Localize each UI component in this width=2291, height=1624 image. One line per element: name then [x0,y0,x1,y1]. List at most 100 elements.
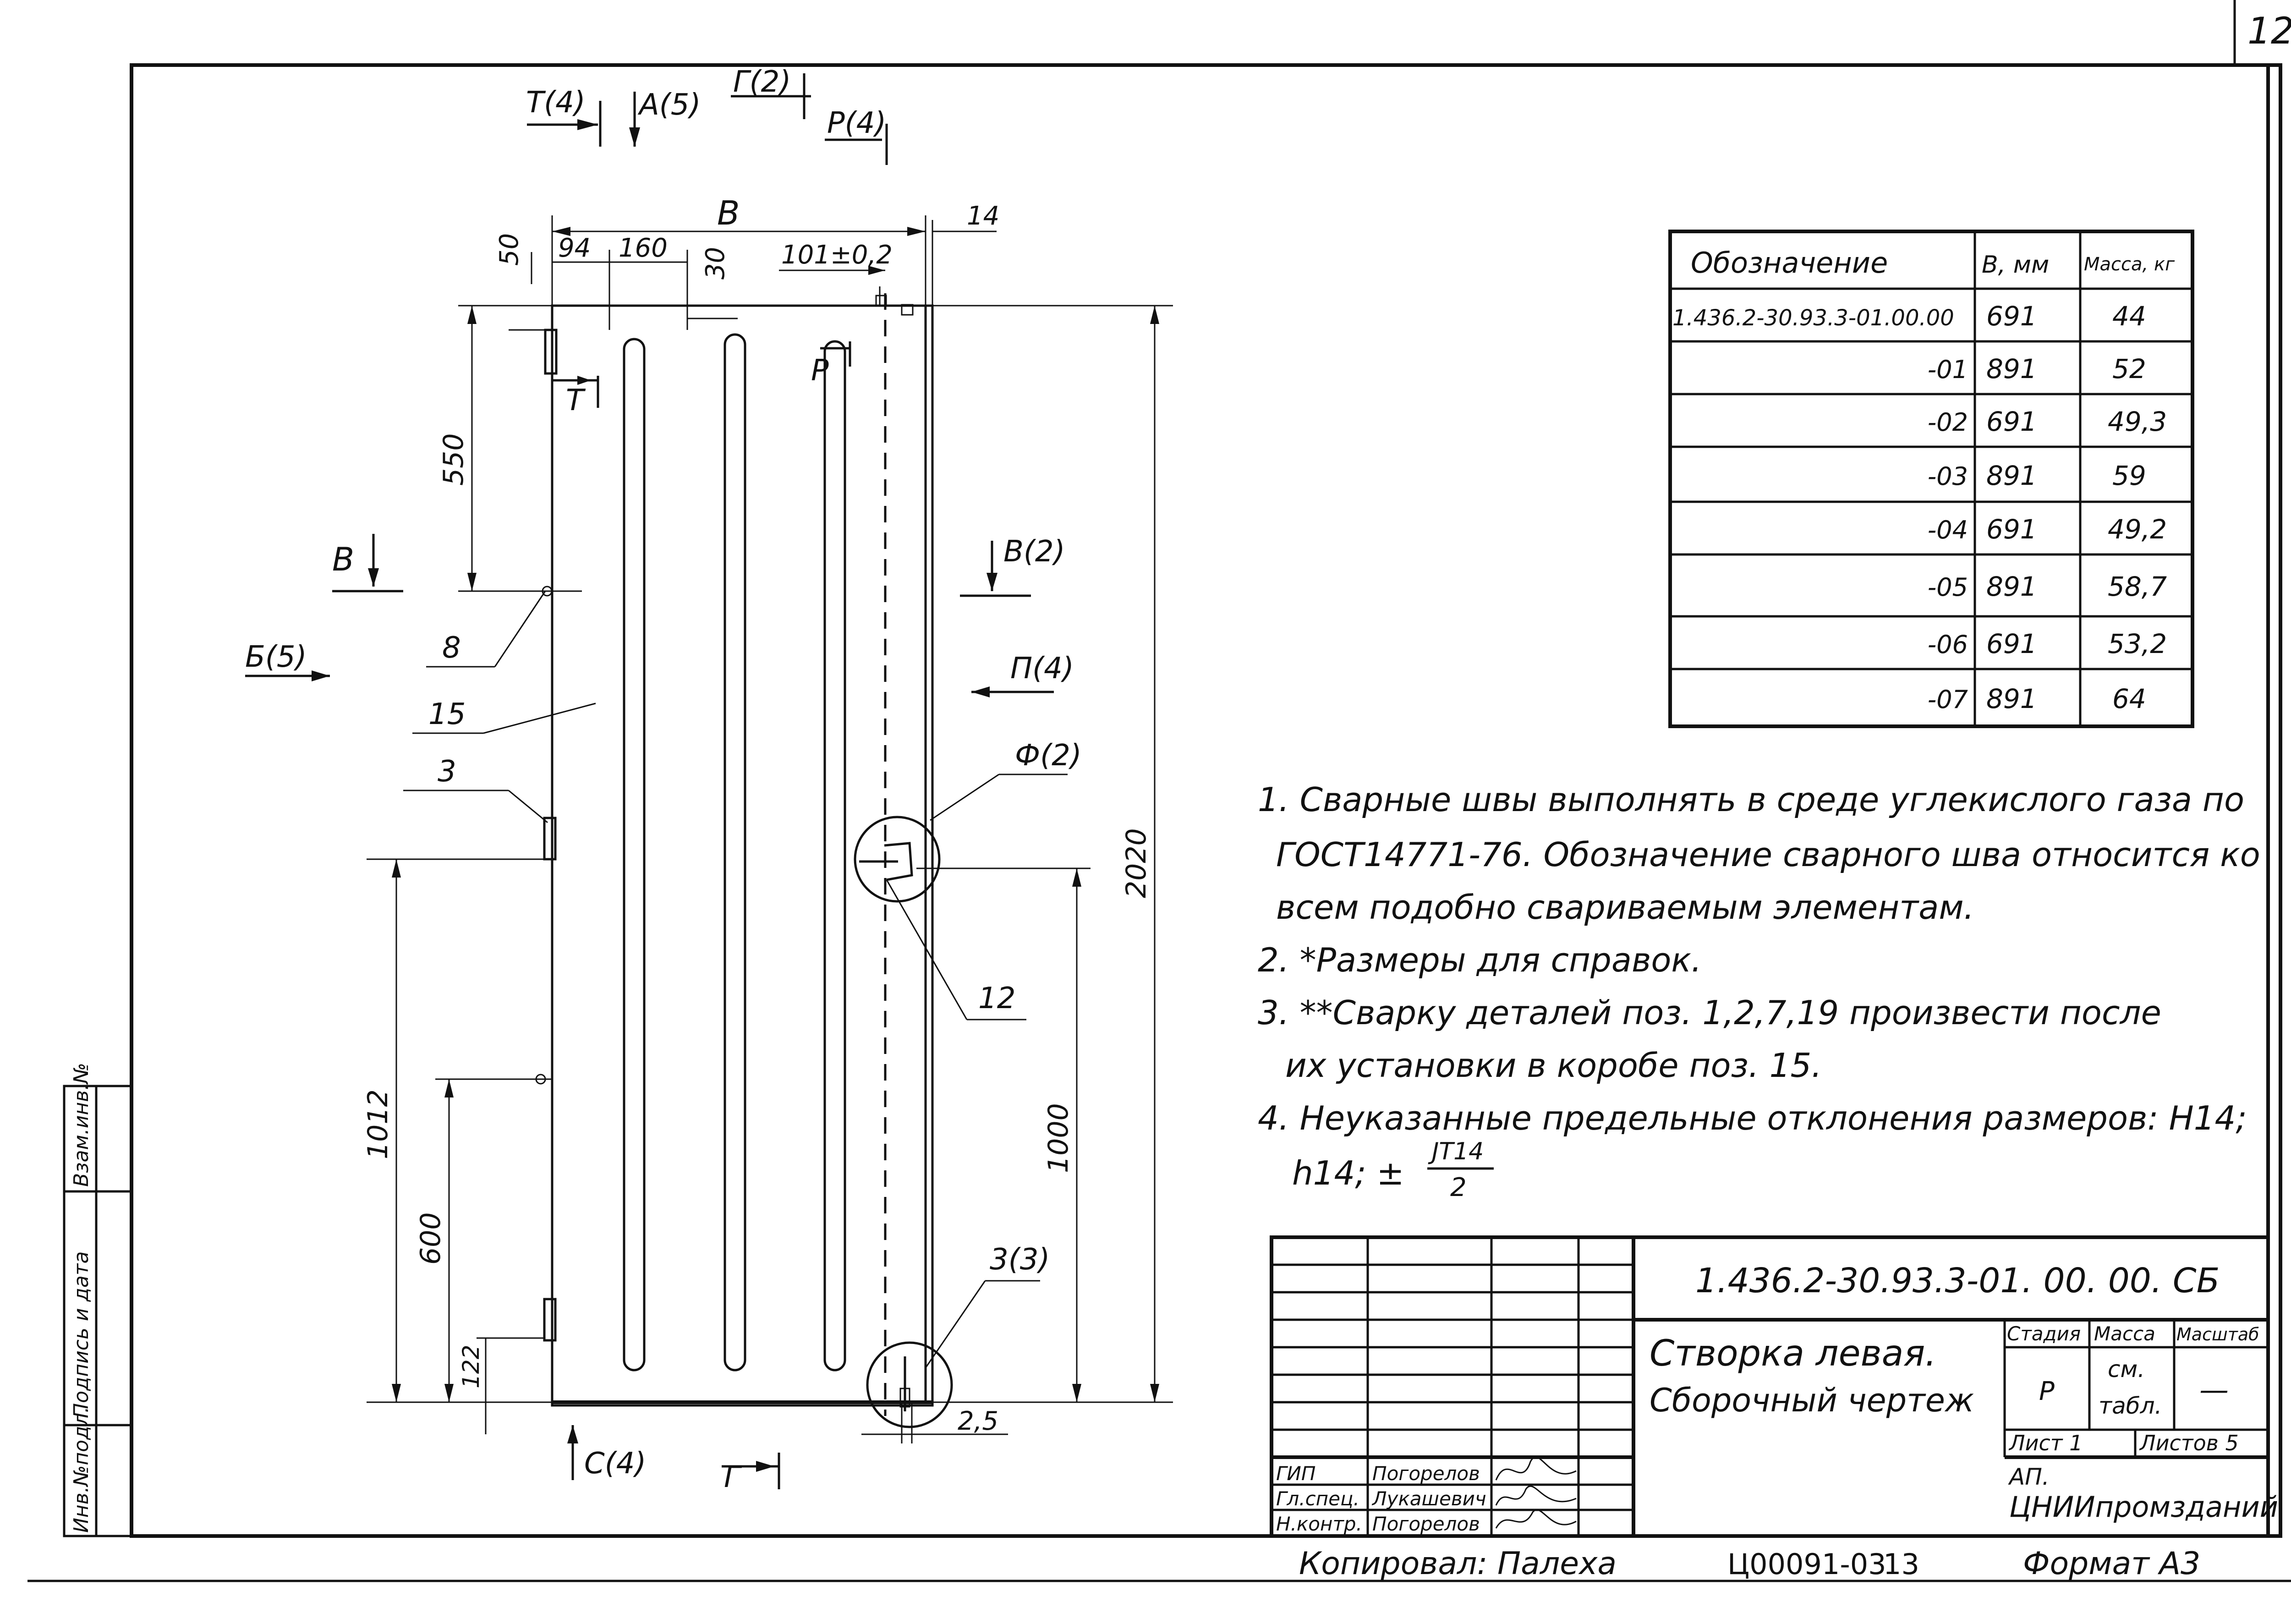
mark-a5: А(5) [637,88,701,122]
mark-p4: П(4) [1010,652,1074,686]
title-block [1270,1235,2270,1538]
mark-b5: Б(5) [245,640,307,674]
spec-cell-r6-c2: 53,2 [2108,628,2167,659]
scale-value: — [2199,1373,2229,1407]
note-line-1: 1. Сварные швы выполнять в среде углекис… [1258,780,2244,819]
note-line-6: их установки в коробе поз. 15. [1285,1046,1822,1085]
footer-page: 13 [1883,1547,1919,1581]
spec-cell-r0-c1: 691 [1986,301,2037,332]
dim-50: 50 [494,233,524,266]
dim-30: 30 [701,247,730,280]
mark-g2: Г(2) [733,65,791,99]
note-line-7: 4. Неуказанные предельные отклонения раз… [1258,1099,2247,1137]
spec-cell-r2-c2: 49,3 [2108,406,2167,437]
mark-s4: С(4) [584,1447,646,1481]
mass-value-1: см. [2108,1356,2145,1383]
spec-header-mass: Масса, кг [2084,254,2175,275]
sheets-label: Листов 5 [2139,1431,2239,1455]
mass-header: Масса [2094,1322,2155,1345]
dim-101: 101±0,2 [781,240,893,270]
dim-1000: 1000 [1042,1103,1074,1173]
dim-600: 600 [415,1212,447,1265]
spec-cell-r3-c2: 59 [2112,460,2146,491]
mark-t4: Т(4) [526,86,586,120]
mark-r: Р [811,354,829,388]
spec-cell-r2-c0: -02 [1928,408,1968,437]
spec-cell-r4-c2: 49,2 [2108,514,2167,545]
spec-cell-r4-c1: 691 [1986,514,2037,545]
stage-value: Р [2039,1377,2055,1406]
drawing-designation: 1.436.2-30.93.3-01. 00. 00. СБ [1695,1261,2220,1300]
org-line-2: ЦНИИпромзданий [2009,1490,2278,1524]
footer-copied: Копировал: Палеха [1299,1546,1617,1582]
dim-94: 94 [558,233,591,263]
corner-number: 12 [2247,10,2291,52]
spec-cell-r6-c1: 691 [1986,628,2037,659]
spec-cell-r4-c0: -04 [1928,516,1968,544]
door-leaf [535,286,953,1428]
sign-role-2: Гл.спец. [1276,1487,1359,1510]
spec-cell-r0-c2: 44 [2112,301,2146,332]
dim-550: 550 [438,433,470,486]
dim-14: 14 [967,201,999,231]
stamp-inv-label: Инв.№подл. [70,1406,93,1533]
sign-name-1: Погорелов [1372,1462,1480,1485]
mark-v2: В(2) [1003,535,1065,569]
leader-3-3: 3(3) [990,1243,1050,1277]
spec-cell-r1-c0: -01 [1928,355,1968,384]
sign-name-2: Лукашевич [1371,1487,1486,1510]
stamp-sign-label: Подпись и дата [70,1251,93,1418]
mark-r4: Р(4) [827,106,886,140]
sign-role-1: ГИП [1276,1462,1315,1485]
spec-cell-r5-c1: 891 [1986,571,2037,602]
sheet-label: Лист 1 [2008,1431,2083,1455]
dim-width-b: В [717,194,740,232]
leader-lines [403,591,1068,1368]
spec-cell-r2-c1: 691 [1986,406,2037,437]
dimension-lines [367,215,1173,1443]
spec-cell-r0-c0: 1.436.2-30.93.3-01.00.00 [1672,305,1954,331]
note-line-8: h14; ± [1292,1154,1404,1192]
view-marks [245,73,1054,1489]
note-line-4: 2. *Размеры для справок. [1258,941,1702,979]
spec-cell-r1-c1: 891 [1986,353,2037,384]
mark-g: Г [724,1460,742,1494]
stamp-replace-label: Взам.инв.№ [70,1063,93,1187]
side-stamp: Инв.№подл. Подпись и дата Взам.инв.№ [63,1063,133,1537]
spec-cell-r6-c0: -06 [1928,630,1968,659]
spec-cell-r3-c0: -03 [1928,462,1968,491]
spec-cell-r5-c0: -05 [1928,573,1968,602]
dim-160: 160 [619,233,668,263]
spec-cell-r7-c0: -07 [1928,685,1968,714]
note-line-5: 3. **Сварку деталей поз. 1,2,7,19 произв… [1258,993,2161,1032]
mark-v: В [332,541,354,578]
dim-122: 122 [458,1345,484,1388]
note-line-2: ГОСТ14771-76. Обозначение сварного шва о… [1276,835,2260,874]
org-line-1: АП. [2008,1464,2050,1490]
spec-cell-r3-c1: 891 [1986,460,2037,491]
spec-cell-r5-c2: 58,7 [2108,571,2167,602]
note-line-3: всем подобно свариваемым элементам. [1276,888,1974,927]
leader-3: 3 [438,755,456,789]
signature-scribbles [1495,1456,1577,1529]
mark-t: Т [566,384,586,417]
mark-f2: Ф(2) [1015,739,1082,773]
footer-archive: Ц00091-03 [1727,1547,1886,1581]
note-fraction-den: 2 [1450,1173,1467,1202]
leader-12: 12 [978,982,1015,1015]
spec-table [1668,230,2194,728]
sign-name-3: Погорелов [1372,1513,1480,1535]
dim-2020: 2020 [1120,828,1152,898]
stage-header: Стадия [2007,1322,2081,1345]
spec-cell-r7-c2: 64 [2112,683,2146,714]
spec-header-width: В, мм [1982,251,2049,279]
drawing-title-2: Сборочный чертеж [1650,1382,1974,1419]
note-fraction-num: JT14 [1428,1138,1484,1165]
leader-8: 8 [442,631,461,665]
footer-format: Формат А3 [2023,1546,2200,1582]
spec-cell-r7-c1: 891 [1986,683,2037,714]
scale-header: Масштаб [2176,1324,2259,1344]
mass-value-2: табл. [2099,1393,2162,1419]
dim-1012: 1012 [362,1089,394,1159]
spec-cell-r1-c2: 52 [2112,353,2146,384]
